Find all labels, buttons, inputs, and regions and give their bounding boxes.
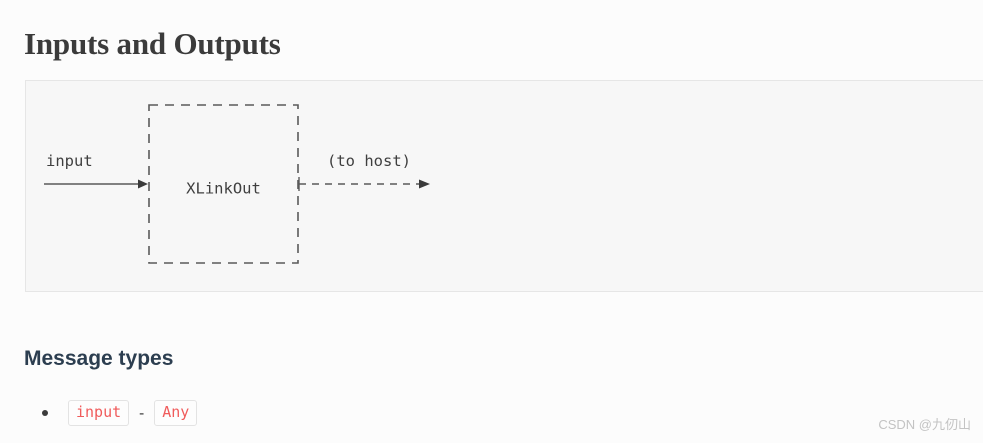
node-label: XLinkOut: [186, 180, 261, 198]
node-box: [148, 104, 299, 264]
input-label: input: [46, 152, 93, 170]
message-types-list: input - Any: [24, 400, 198, 427]
bullet-icon: [42, 410, 48, 417]
code-chip-type: Any: [154, 400, 198, 427]
page-title: Inputs and Outputs: [24, 25, 281, 61]
xlinkout-diagram: XLinkOut input (to host): [44, 104, 430, 264]
separator-dash: -: [137, 403, 147, 422]
output-label: (to host): [327, 152, 411, 170]
diagram-panel: XLinkOut input (to host): [25, 80, 983, 292]
code-chip-input: input: [68, 400, 130, 427]
section-heading-message-types: Message types: [24, 347, 174, 371]
list-item: input - Any: [24, 400, 198, 427]
watermark: CSDN @九仞山: [878, 417, 971, 432]
output-arrow: [298, 177, 430, 191]
input-arrow: [44, 179, 148, 189]
